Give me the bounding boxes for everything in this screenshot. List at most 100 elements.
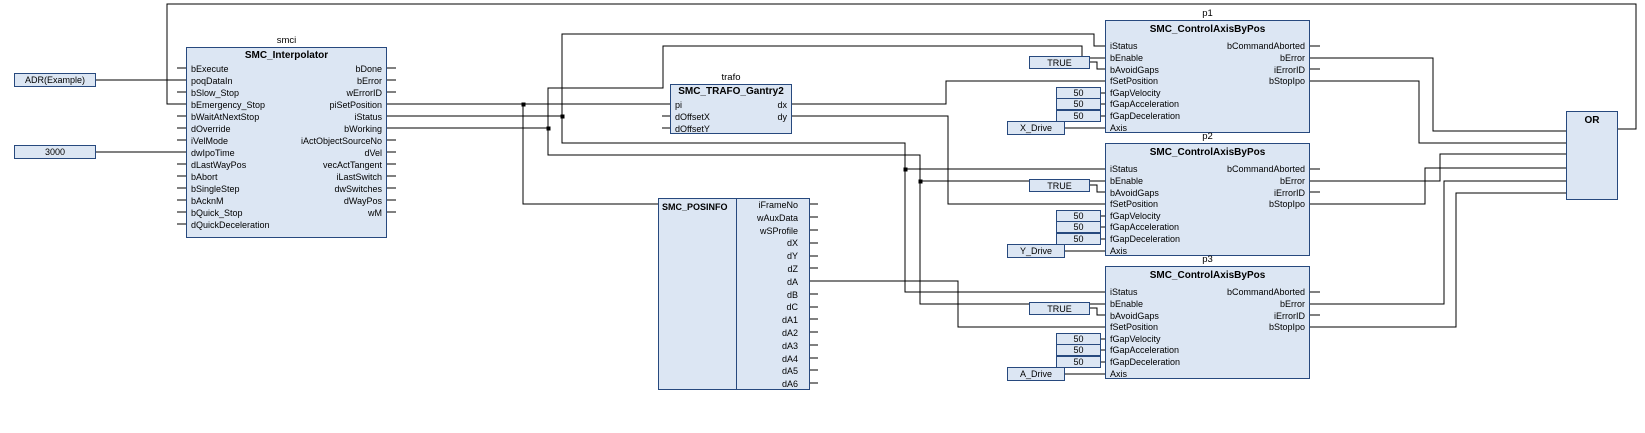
instance-label-p2[interactable]: p2 xyxy=(1202,131,1213,142)
literal-true-p2[interactable]: TRUE xyxy=(1029,179,1090,192)
pin-row: fGapAcceleration xyxy=(1106,99,1309,111)
pin-row: bAbort iLastSwitch xyxy=(187,171,386,183)
pin-row: fGapDeceleration xyxy=(1106,357,1309,369)
literal-gap-acceleration-p3[interactable]: 50 xyxy=(1056,344,1101,356)
pin-output-label: dy xyxy=(777,111,787,122)
pin-input-label: bEnable xyxy=(1110,175,1144,186)
instance-label-trafo[interactable]: trafo xyxy=(721,72,741,83)
pin-input-label: fGapAcceleration xyxy=(1110,222,1180,233)
pin-input-label: pi xyxy=(675,99,683,110)
pin-input-label: bEmergency_Stop xyxy=(191,99,266,110)
block-title: SMC_ControlAxisByPos xyxy=(1149,147,1266,158)
pin-output-label: bError xyxy=(1279,298,1305,309)
pin-output-label: iErrorID xyxy=(1274,310,1305,321)
pin-row: bExecute bDone xyxy=(187,63,386,75)
pin-output-label: bError xyxy=(1279,175,1305,186)
posinfo-field: dA5 xyxy=(781,366,798,377)
pin-row: fGapAcceleration xyxy=(1106,345,1309,357)
wire-p2-bstopipo-or xyxy=(1310,167,1566,205)
literal-true-p1[interactable]: TRUE xyxy=(1029,56,1090,69)
pin-input-label: bSingleStep xyxy=(191,183,240,194)
pin-output-label: dVel xyxy=(364,147,382,158)
literal-axis-x-drive[interactable]: X_Drive xyxy=(1007,121,1065,135)
wire-p1-bstopipo-or xyxy=(1310,80,1566,144)
pin-input-label: fGapVelocity xyxy=(1110,333,1161,344)
pin-input-label: Axis xyxy=(1110,368,1128,379)
pin-input-label: bExecute xyxy=(191,63,229,74)
pin-output-label: bStopIpo xyxy=(1268,199,1305,210)
literal-gap-acceleration-p1[interactable]: 50 xyxy=(1056,98,1101,110)
posinfo-field-column: iFrameNo wAuxData wSProfile dX dY dZ dA … xyxy=(736,199,809,389)
posinfo-field: iFrameNo xyxy=(758,200,798,210)
pin-input-label: fSetPosition xyxy=(1110,76,1159,87)
pin-output-label: bError xyxy=(1279,52,1305,63)
posinfo-field: wAuxData xyxy=(756,212,798,223)
pin-input-label: bSlow_Stop xyxy=(191,87,240,98)
literal-true-p3[interactable]: TRUE xyxy=(1029,302,1090,315)
wire-p3-berror-or xyxy=(1310,180,1566,305)
instance-label-p3[interactable]: p3 xyxy=(1202,254,1213,265)
literal-adr-example[interactable]: ADR(Example) xyxy=(14,73,96,87)
pin-input-label: dOffsetX xyxy=(675,111,710,122)
pin-output-label: bDone xyxy=(355,63,382,74)
pin-input-label: bAcknM xyxy=(191,195,224,206)
pin-row: bEmergency_Stop piSetPosition xyxy=(187,99,386,111)
posinfo-field: dA6 xyxy=(781,379,798,390)
posinfo-field: dY xyxy=(786,251,798,262)
pin-input-label: iStatus xyxy=(1110,41,1138,52)
pin-input-label: iStatus xyxy=(1110,164,1138,175)
pin-output-label: bCommandAborted xyxy=(1226,287,1305,298)
instance-label-smci[interactable]: smci xyxy=(276,35,297,46)
literal-ipo-time[interactable]: 3000 xyxy=(14,145,96,159)
wire-istatus-p1 xyxy=(561,33,1105,116)
literal-axis-a-drive[interactable]: A_Drive xyxy=(1007,367,1065,381)
pin-output-label: piSetPosition xyxy=(329,99,382,110)
pin-input-label: fSetPosition xyxy=(1110,322,1159,333)
wire-bworking-p2 xyxy=(547,128,1105,182)
pin-output-label: iLastSwitch xyxy=(336,171,382,182)
pin-input-label: bAvoidGaps xyxy=(1110,64,1159,75)
wire-p2-berror-or xyxy=(1310,153,1566,182)
literal-gap-acceleration-p2[interactable]: 50 xyxy=(1056,221,1101,233)
pin-input-label: fSetPosition xyxy=(1110,199,1159,210)
posinfo-field: dA4 xyxy=(781,353,798,364)
instance-label-p1[interactable]: p1 xyxy=(1202,8,1213,19)
or-gate-block[interactable]: OR xyxy=(1566,111,1618,200)
wire-p3-bstopipo-or xyxy=(1310,192,1566,328)
pin-input-label: iStatus xyxy=(1110,287,1138,298)
pin-input-label: dLastWayPos xyxy=(191,159,247,170)
pin-output-label: vecActTangent xyxy=(322,159,382,170)
posinfo-field: dA3 xyxy=(781,340,798,351)
pin-output-label: bWorking xyxy=(344,123,382,134)
posinfo-field: dB xyxy=(786,289,798,300)
smc-posinfo-block[interactable]: SMC_POSINFO iFrameNo wAuxData wSProfile … xyxy=(658,198,810,390)
pin-row: dOffsetX dy xyxy=(671,111,791,123)
posinfo-label-column: SMC_POSINFO xyxy=(659,199,736,389)
pin-row: fGapVelocity xyxy=(1106,88,1309,100)
literal-gap-deceleration-p3[interactable]: 50 xyxy=(1056,356,1101,368)
wire-true-p1 xyxy=(1090,61,1105,70)
wire-pisetposition-to-posinfo xyxy=(522,104,658,205)
literal-gap-deceleration-p2[interactable]: 50 xyxy=(1056,233,1101,245)
pin-input-label: bAbort xyxy=(191,171,218,182)
pin-row: fGapDeceleration xyxy=(1106,234,1309,246)
pin-input-label: fGapDeceleration xyxy=(1110,234,1181,245)
pin-input-label: Axis xyxy=(1110,245,1128,256)
pin-output-label: bStopIpo xyxy=(1268,322,1305,333)
block-title: SMC_TRAFO_Gantry2 xyxy=(678,86,784,97)
literal-gap-deceleration-p1[interactable]: 50 xyxy=(1056,110,1101,122)
literal-axis-y-drive[interactable]: Y_Drive xyxy=(1007,244,1065,258)
pin-output-label: iStatus xyxy=(354,111,382,122)
